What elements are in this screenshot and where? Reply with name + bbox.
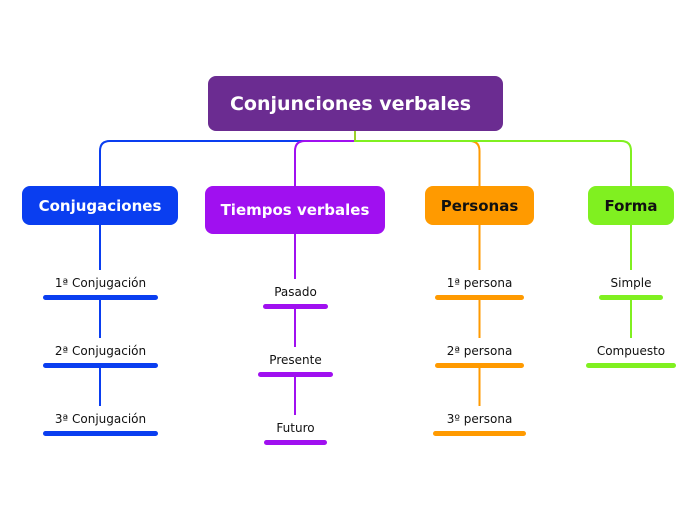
leaf-node[interactable]: Simple	[599, 276, 663, 300]
leaf-node[interactable]: 1ª Conjugación	[43, 276, 158, 300]
branch-label: Personas	[440, 196, 519, 215]
leaf-label: 3º persona	[446, 412, 513, 426]
root-label: Conjunciones verbales	[229, 92, 472, 115]
branch-label: Conjugaciones	[38, 196, 162, 215]
leaf-node[interactable]: 2ª Conjugación	[43, 344, 158, 368]
leaf-label: Compuesto	[596, 344, 666, 358]
leaf-node[interactable]: 1ª persona	[435, 276, 524, 300]
leaf-node[interactable]: Presente	[258, 353, 333, 377]
branch-label: Forma	[604, 196, 658, 215]
leaf-underline	[435, 295, 524, 300]
root-node[interactable]: Conjunciones verbales	[208, 76, 503, 131]
leaf-label: 1ª persona	[446, 276, 513, 290]
leaf-label: Presente	[269, 353, 322, 367]
leaf-underline	[586, 363, 676, 368]
leaf-node[interactable]: 3º persona	[433, 412, 526, 436]
leaf-underline	[433, 431, 526, 436]
connector-root-branch	[99, 131, 356, 186]
leaf-label: Futuro	[276, 421, 315, 435]
branch-forma[interactable]: Forma	[588, 186, 674, 225]
leaf-underline	[258, 372, 333, 377]
branch-tiempos-verbales[interactable]: Tiempos verbales	[205, 186, 385, 234]
leaf-label: 2ª persona	[446, 344, 513, 358]
leaf-label: Simple	[610, 276, 652, 290]
leaf-node[interactable]: Futuro	[264, 421, 327, 445]
leaf-node[interactable]: Compuesto	[586, 344, 676, 368]
leaf-underline	[264, 440, 327, 445]
leaf-underline	[599, 295, 663, 300]
leaf-node[interactable]: 3ª Conjugación	[43, 412, 158, 436]
leaf-label: 1ª Conjugación	[54, 276, 147, 290]
leaf-underline	[263, 304, 328, 309]
leaf-underline	[43, 363, 158, 368]
leaf-node[interactable]: Pasado	[263, 285, 328, 309]
branch-label: Tiempos verbales	[220, 201, 370, 219]
connector-root-branch	[354, 131, 481, 186]
branch-conjugaciones[interactable]: Conjugaciones	[22, 186, 178, 225]
leaf-label: 2ª Conjugación	[54, 344, 147, 358]
leaf-label: 3ª Conjugación	[54, 412, 147, 426]
connector-root-branch	[294, 131, 356, 186]
leaf-label: Pasado	[274, 285, 317, 299]
connector-root-branch	[354, 131, 632, 186]
branch-personas[interactable]: Personas	[425, 186, 534, 225]
leaf-underline	[435, 363, 524, 368]
leaf-node[interactable]: 2ª persona	[435, 344, 524, 368]
leaf-underline	[43, 431, 158, 436]
leaf-underline	[43, 295, 158, 300]
